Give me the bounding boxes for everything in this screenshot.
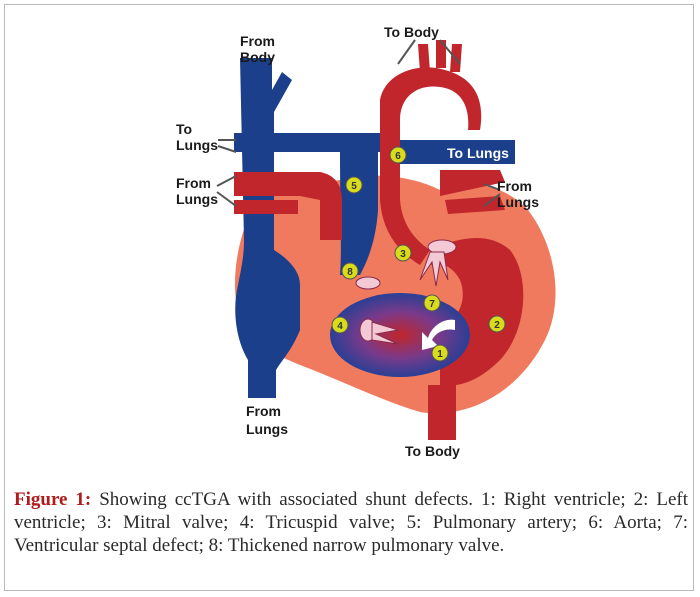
caption-text: Showing ccTGA with associated shunt defe… — [14, 489, 688, 556]
svg-text:3: 3 — [400, 249, 406, 260]
label-to-lungs-left: To Lungs — [176, 121, 218, 153]
svg-text:4: 4 — [337, 321, 343, 332]
marker-5: 5 — [346, 177, 362, 193]
aorta-branches — [418, 40, 462, 72]
label-to-lungs-left-line2: Lungs — [176, 137, 218, 153]
marker-3: 3 — [395, 245, 411, 261]
label-from-lungs-right: From Lungs — [497, 178, 539, 210]
label-from-lungs-left-line1: From — [176, 175, 211, 191]
label-from-body-line1: From — [240, 33, 275, 49]
label-to-body-top: To Body — [384, 24, 439, 40]
label-from-lungs-bottom: From Lungs — [246, 403, 288, 437]
figure-label: Figure 1: — [14, 489, 91, 510]
marker-1: 1 — [432, 345, 448, 361]
marker-7: 7 — [424, 295, 440, 311]
pulmonary-artery-left — [234, 133, 380, 152]
label-from-lungs-bottom-line1: From — [246, 403, 281, 419]
label-to-body-bottom: To Body — [405, 443, 460, 459]
pulmonary-valve — [356, 277, 380, 289]
svg-text:8: 8 — [347, 267, 353, 278]
marker-4: 4 — [332, 317, 348, 333]
label-from-lungs-right-line1: From — [497, 178, 532, 194]
marker-2: 2 — [489, 316, 505, 332]
heart-diagram: 5 6 3 8 7 4 2 1 From Body — [0, 0, 700, 470]
label-from-body: From Body — [240, 33, 279, 65]
label-to-lungs-left-line1: To — [176, 121, 192, 137]
label-from-lungs-right-line2: Lungs — [497, 194, 539, 210]
marker-8: 8 — [342, 263, 358, 279]
marker-6: 6 — [390, 147, 406, 163]
label-from-lungs-bottom-line2: Lungs — [246, 421, 288, 437]
svg-text:7: 7 — [429, 299, 435, 310]
figure-caption: Figure 1: Showing ccTGA with associated … — [14, 488, 688, 557]
label-from-lungs-left-line2: Lungs — [176, 191, 218, 207]
svg-text:5: 5 — [351, 181, 357, 192]
label-to-lungs-right: To Lungs — [447, 145, 509, 161]
right-ventricle-mixing — [330, 293, 470, 377]
label-from-body-line2: Body — [240, 49, 275, 65]
svg-text:6: 6 — [395, 151, 401, 162]
svg-text:2: 2 — [494, 320, 500, 331]
svg-text:1: 1 — [437, 349, 443, 360]
label-from-lungs-left: From Lungs — [176, 175, 218, 207]
descending-aorta — [428, 385, 456, 440]
